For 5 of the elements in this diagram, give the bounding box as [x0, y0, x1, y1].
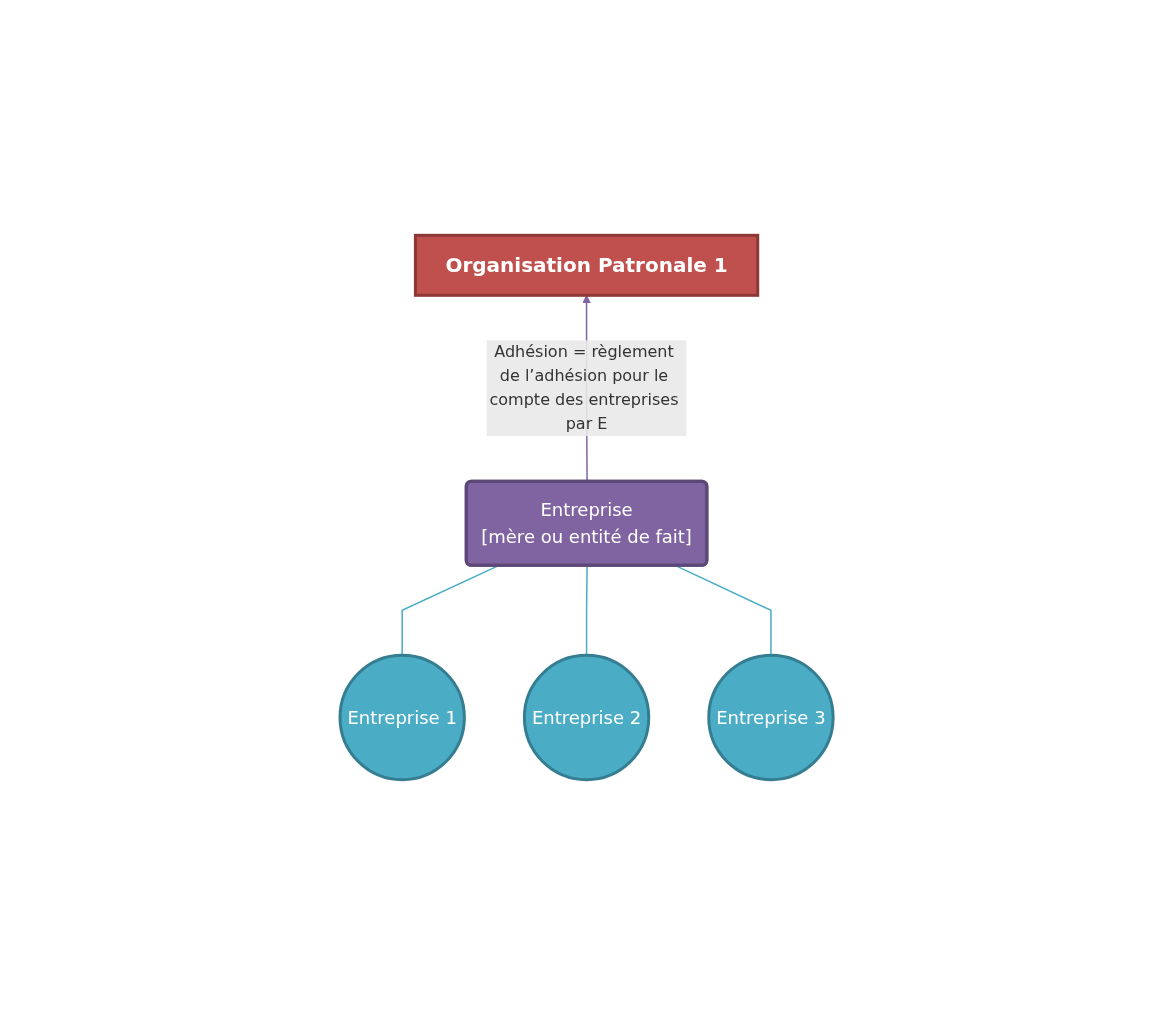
edge-label: Adhésion = règlement de l’adhésion pour le compte des entreprises par E — [489, 342, 679, 434]
node-box: Organisation Patronale 1 — [414, 233, 760, 297]
node-circle: Entreprise 3 — [707, 653, 836, 782]
node-circle: Entreprise 1 — [338, 653, 467, 782]
node-circle: Entreprise 2 — [523, 653, 651, 782]
